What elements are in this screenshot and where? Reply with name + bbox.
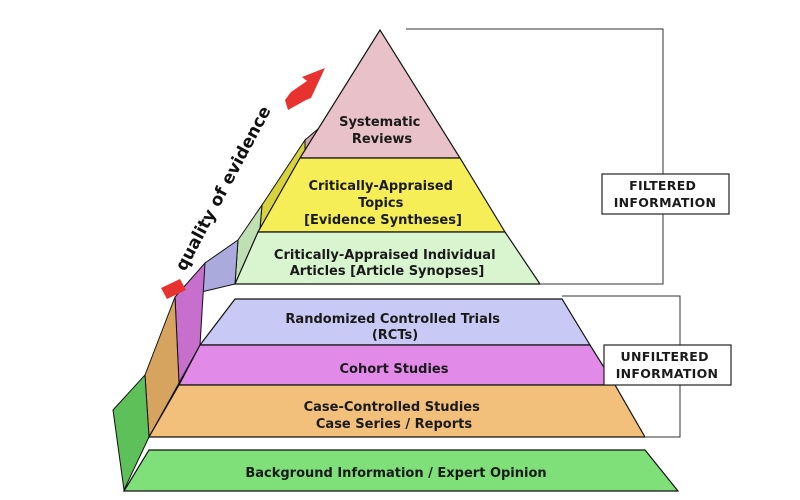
label-cohort-studies: Cohort Studies <box>340 362 449 377</box>
label-randomized-controlled-trials: Randomized Controlled Trials (RCTs) <box>285 312 504 343</box>
unfiltered-information-label: UNFILTERED INFORMATION <box>616 349 719 381</box>
level-case-controlled-studies <box>147 384 647 438</box>
filtered-bracket <box>406 28 664 285</box>
filtered-information-box: FILTERED INFORMATION <box>601 173 730 215</box>
unfiltered-information-box: UNFILTERED INFORMATION <box>603 344 732 386</box>
label-background-information: Background Information / Expert Opinion <box>245 466 546 481</box>
label-systematic-reviews: Systematic Reviews <box>339 115 425 147</box>
arrow-head-icon <box>285 68 325 110</box>
pyramid-levels <box>122 28 680 492</box>
label-case-controlled-studies: Case-Controlled Studies Case Series / Re… <box>304 400 485 432</box>
label-critically-appraised-articles: Critically-Appraised Individual Articles… <box>274 248 500 279</box>
level-labels: Systematic Reviews Critically-Appraised … <box>245 115 546 481</box>
level-background-information <box>122 449 680 492</box>
level-critically-appraised-articles <box>234 231 542 285</box>
label-critically-appraised-topics: Critically-Appraised Topics [Evidence Sy… <box>304 179 462 228</box>
pyramid-side-faces <box>112 111 339 492</box>
arrow-tail-bar <box>161 279 186 299</box>
filtered-information-label: FILTERED INFORMATION <box>614 178 717 210</box>
filtered-bracket-line <box>406 28 664 285</box>
